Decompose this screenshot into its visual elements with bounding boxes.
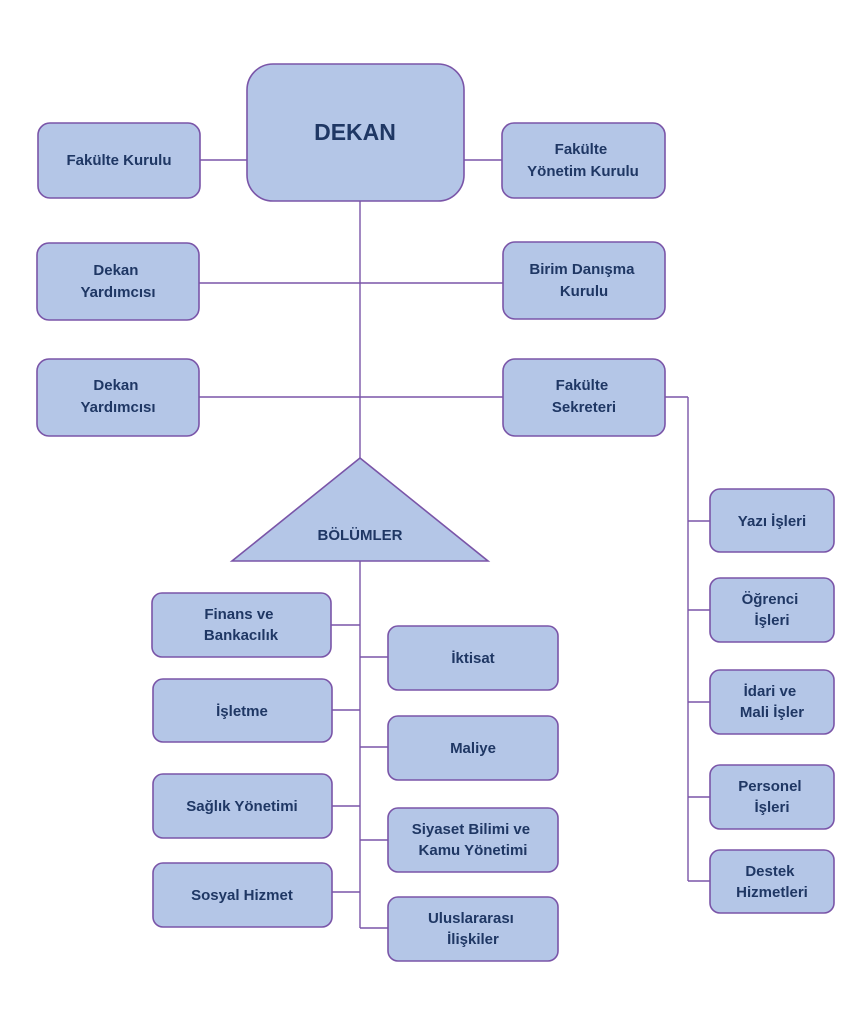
department-siyaset-line-1: Siyaset Bilimi ve: [412, 821, 530, 838]
unit-personel-line-1: Personel: [738, 778, 801, 795]
unit-personel-line-2: İşleri: [754, 799, 789, 816]
department-maliye-label: Maliye: [450, 740, 496, 757]
unit-ogrenci-isleri-line-1: Öğrenci: [742, 591, 799, 608]
department-sosyal-box: [152, 862, 333, 928]
dekan-label: DEKAN: [314, 119, 396, 145]
department-uluslararasi-line-1: Uluslararası: [428, 910, 514, 927]
birim-danisma-kurulu-box: [502, 241, 666, 320]
birim-danisma-kurulu-node: Birim Danışma Kurulu: [502, 241, 666, 320]
connector-lines: [199, 159, 710, 929]
department-maliye-box: [387, 715, 559, 781]
department-sosyal-node: Sosyal Hizmet: [152, 862, 333, 928]
dekan-box: [246, 63, 465, 202]
dekan-yardimcisi-1-line-1: Dekan: [93, 262, 138, 279]
unit-destek-box: [709, 849, 835, 914]
department-saglik-label: Sağlık Yönetimi: [186, 798, 297, 815]
birim-danisma-kurulu-line-2: Kurulu: [560, 283, 608, 300]
department-siyaset-node: Siyaset Bilimi ve Kamu Yönetimi: [387, 807, 559, 873]
department-maliye-node: Maliye: [387, 715, 559, 781]
fakulte-yonetim-kurulu-box: [501, 122, 666, 199]
department-saglik-node: Sağlık Yönetimi: [152, 773, 333, 839]
dekan-yardimcisi-1-node: Dekan Yardımcısı: [36, 242, 200, 321]
unit-personel-label: Personel İşleri: [738, 778, 806, 816]
dekan-node: DEKAN: [246, 63, 465, 202]
bolumler-label: BÖLÜMLER: [318, 527, 403, 544]
department-uluslararasi-node: Uluslararası İlişkiler: [387, 896, 559, 962]
dekan-yardimcisi-2-line-1: Dekan: [93, 377, 138, 394]
fakulte-sekreteri-node: Fakülte Sekreteri: [502, 358, 666, 437]
unit-ogrenci-isleri-box: [709, 577, 835, 643]
fakulte-yonetim-kurulu-label: Fakülte Yönetim Kurulu: [527, 141, 639, 180]
dekan-yardimcisi-2-label: Dekan Yardımcısı: [80, 377, 155, 416]
birim-danisma-kurulu-line-1: Birim Danışma: [529, 261, 635, 278]
unit-destek-node: Destek Hizmetleri: [709, 849, 835, 914]
department-iktisat-node: İktisat: [387, 625, 559, 691]
dekan-yardimcisi-1-line-2: Yardımcısı: [80, 284, 155, 301]
fakulte-sekreteri-box: [502, 358, 666, 437]
department-finans-line-2: Bankacılık: [204, 627, 279, 644]
department-siyaset-line-2: Kamu Yönetimi: [419, 842, 528, 859]
department-siyaset-box: [387, 807, 559, 873]
department-siyaset-label: Siyaset Bilimi ve Kamu Yönetimi: [412, 821, 535, 859]
department-iktisat-label: İktisat: [451, 650, 494, 667]
fakulte-sekreteri-line-2: Sekreteri: [552, 399, 616, 416]
department-iktisat-box: [387, 625, 559, 691]
department-finans-line-1: Finans ve: [204, 606, 273, 623]
fakulte-kurulu-box: [37, 122, 201, 199]
unit-idari-mali-line-2: Mali İşler: [740, 704, 804, 721]
bolumler-node: BÖLÜMLER: [229, 456, 491, 562]
department-finans-label: Finans ve Bankacılık: [204, 606, 279, 644]
fakulte-sekreteri-label: Fakülte Sekreteri: [552, 377, 616, 416]
department-uluslararasi-line-2: İlişkiler: [447, 931, 499, 948]
unit-idari-mali-label: İdari ve Mali İşler: [740, 683, 804, 721]
dekan-yardimcisi-2-node: Dekan Yardımcısı: [36, 358, 200, 437]
fakulte-yonetim-kurulu-line-2: Yönetim Kurulu: [527, 163, 639, 180]
fakulte-kurulu-node: Fakülte Kurulu: [37, 122, 201, 199]
unit-personel-box: [709, 764, 835, 830]
department-isletme-label: İşletme: [216, 703, 268, 720]
department-finans-node: Finans ve Bankacılık: [151, 592, 332, 658]
birim-danisma-kurulu-label: Birim Danışma Kurulu: [529, 261, 638, 300]
unit-yazi-isleri-node: Yazı İşleri: [709, 488, 835, 553]
department-isletme-node: İşletme: [152, 678, 333, 743]
unit-idari-mali-node: İdari ve Mali İşler: [709, 669, 835, 735]
unit-ogrenci-isleri-node: Öğrenci İşleri: [709, 577, 835, 643]
department-isletme-box: [152, 678, 333, 743]
department-saglik-box: [152, 773, 333, 839]
unit-ogrenci-isleri-label: Öğrenci İşleri: [742, 591, 803, 629]
unit-destek-label: Destek Hizmetleri: [736, 863, 808, 901]
unit-destek-line-1: Destek: [745, 863, 795, 880]
department-uluslararasi-label: Uluslararası İlişkiler: [428, 910, 518, 948]
unit-personel-node: Personel İşleri: [709, 764, 835, 830]
dekan-yardimcisi-1-label: Dekan Yardımcısı: [80, 262, 155, 301]
dekan-yardimcisi-1-box: [36, 242, 200, 321]
department-sosyal-label: Sosyal Hizmet: [191, 887, 293, 904]
unit-yazi-isleri-label: Yazı İşleri: [738, 513, 806, 530]
dekan-yardimcisi-2-box: [36, 358, 200, 437]
unit-yazi-isleri-box: [709, 488, 835, 553]
unit-idari-mali-box: [709, 669, 835, 735]
unit-ogrenci-isleri-line-2: İşleri: [754, 612, 789, 629]
bolumler-triangle: [229, 456, 491, 562]
fakulte-yonetim-kurulu-node: Fakülte Yönetim Kurulu: [501, 122, 666, 199]
fakulte-yonetim-kurulu-line-1: Fakülte: [555, 141, 608, 158]
unit-destek-line-2: Hizmetleri: [736, 884, 808, 901]
unit-idari-mali-line-1: İdari ve: [744, 683, 797, 700]
department-uluslararasi-box: [387, 896, 559, 962]
fakulte-kurulu-label: Fakülte Kurulu: [66, 152, 171, 169]
dekan-yardimcisi-2-line-2: Yardımcısı: [80, 399, 155, 416]
department-finans-box: [151, 592, 332, 658]
fakulte-sekreteri-line-1: Fakülte: [556, 377, 609, 394]
